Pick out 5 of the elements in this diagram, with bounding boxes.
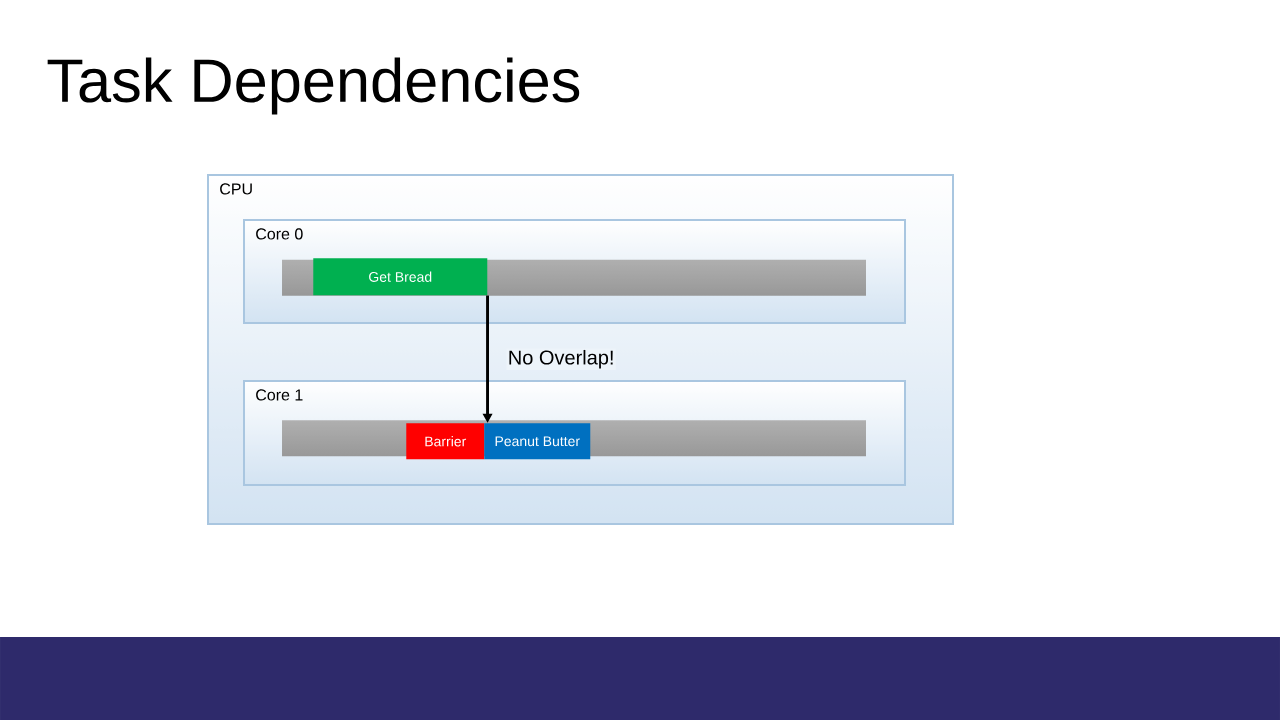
task-bar: Get Bread [313,258,488,296]
slide-title: Task Dependencies [47,57,580,115]
task-bar: Barrier [406,423,485,460]
edge-label: No Overlap! [509,349,613,369]
task-bar: Peanut Butter [484,423,591,460]
